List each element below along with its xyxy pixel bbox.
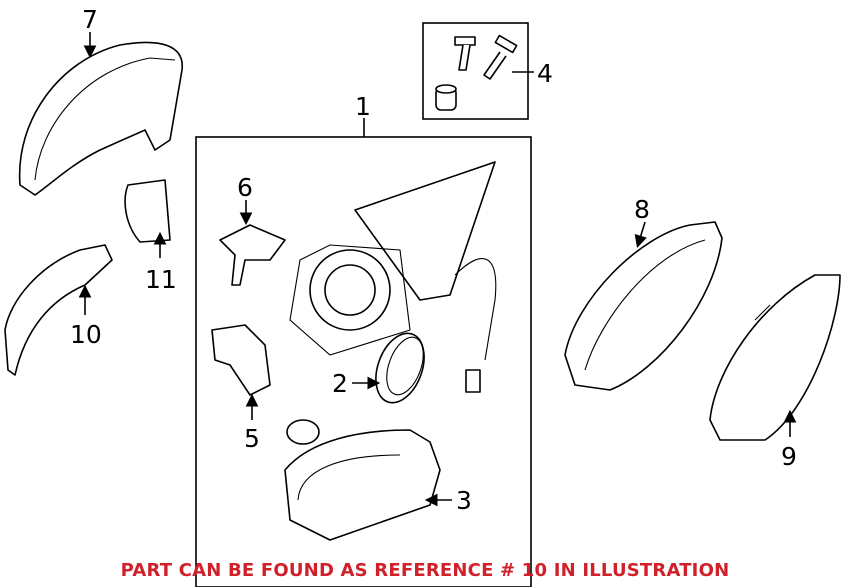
callout-5: 5 bbox=[244, 424, 260, 453]
callout-11: 11 bbox=[145, 265, 177, 294]
lower-cover bbox=[284, 429, 441, 541]
callout-6: 6 bbox=[237, 173, 253, 202]
callout-8: 8 bbox=[634, 195, 650, 224]
glass-disc bbox=[375, 332, 425, 404]
callout-9: 9 bbox=[781, 442, 797, 471]
lamp-part bbox=[124, 179, 171, 243]
leader-8 bbox=[634, 221, 647, 249]
callout-3: 3 bbox=[456, 486, 472, 515]
actuator-part bbox=[211, 324, 271, 396]
mirror-cap bbox=[18, 41, 183, 196]
mirror-base bbox=[354, 161, 496, 301]
callout-10: 10 bbox=[70, 320, 102, 349]
callout-4: 4 bbox=[537, 59, 553, 88]
mirror-glass bbox=[709, 274, 841, 441]
reference-note: PART CAN BE FOUND AS REFERENCE # 10 IN I… bbox=[120, 560, 730, 581]
mirror-housing bbox=[564, 221, 723, 391]
screws bbox=[435, 34, 518, 111]
turn-signal-part bbox=[4, 244, 113, 376]
hardware-box bbox=[422, 22, 529, 120]
callout-7: 7 bbox=[82, 5, 98, 34]
bracket-part bbox=[219, 224, 286, 286]
callout-2: 2 bbox=[332, 369, 348, 398]
seal-ring bbox=[286, 419, 320, 445]
callout-1: 1 bbox=[355, 92, 371, 121]
